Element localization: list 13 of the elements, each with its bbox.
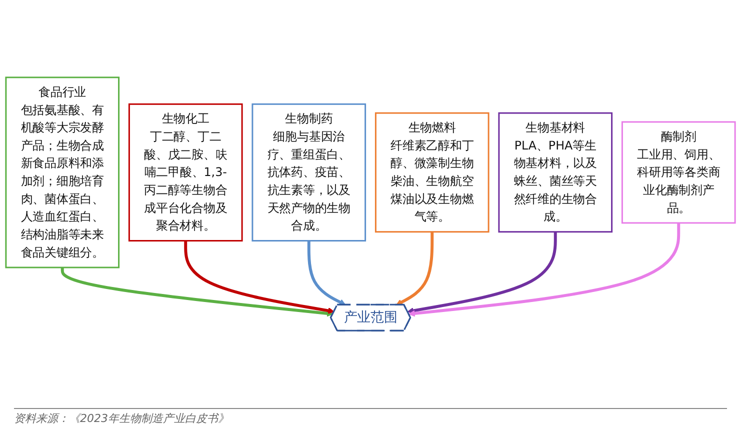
arrow xyxy=(407,232,557,314)
node-box: 酶制剂 工业用、饲用、科研用等各类商业化酶制剂产品。 xyxy=(621,121,736,224)
source-caption: 资料来源：《2023年生物制造产业白皮书》 xyxy=(14,408,727,426)
node-box: 生物化工 丁二醇、丁二酸、戊二胺、呋喃二甲酸、1,3-丙二醇等生物合成平台化合物及聚合材料。 xyxy=(128,103,243,242)
arrow xyxy=(307,240,346,306)
node-box: 生物基材料 PLA、PHA等生物基材料，以及蛛丝、菌丝等天然纤维的生物合成。 xyxy=(498,112,613,233)
node-box: 生物燃料 纤维素乙醇和丁醇、微藻制生物柴油、生物航空煤油以及生物燃气等。 xyxy=(374,112,490,233)
arrow xyxy=(60,267,334,317)
arrow xyxy=(408,222,680,317)
arrow xyxy=(184,240,334,314)
arrow xyxy=(396,232,434,306)
node-box: 生物制药 细胞与基因治疗、重组蛋白、抗体药、疫苗、抗生素等，以及天然产物的生物合成。 xyxy=(252,103,366,242)
node-box: 食品行业 包括氨基酸、有机酸等大宗发酵产品；生物合成新食品原料和添加剂；细胞培育肉、菌体蛋白、人造血红蛋白、结构油脂等未来食品关键组分。 xyxy=(5,76,120,268)
